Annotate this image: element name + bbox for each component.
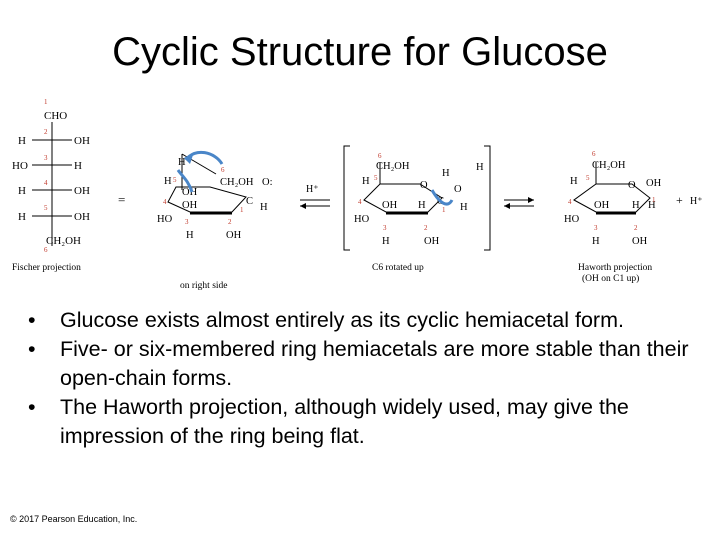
svg-text:5: 5 [374,174,378,182]
fischer-c4-right: OH [74,185,90,197]
svg-text:4: 4 [568,198,572,206]
svg-text:H: H [186,230,194,241]
svg-text:HO: HO [564,214,580,225]
svg-text:6: 6 [378,152,382,160]
svg-text:3: 3 [185,218,189,226]
reaction-scheme-svg: 1 CHO 2 H OH 3 HO H 4 H OH 5 H OH 6 CH₂O… [12,98,703,291]
svg-text:OH: OH [182,187,198,198]
svg-text:HO: HO [354,214,370,225]
h-plus-2: H⁺ [690,196,703,207]
slide-title: Cyclic Structure for Glucose [112,30,608,74]
svg-text:6: 6 [221,166,225,174]
svg-text:H: H [382,236,390,247]
fischer-num-1: 1 [44,98,48,106]
bullet-text: The Haworth projection, although widely … [60,395,629,448]
svg-text:OH: OH [594,200,610,211]
s2-h-top: H [178,157,186,168]
fischer-num-3: 3 [44,154,48,162]
fischer-num-4: 4 [44,179,48,187]
equilibrium-arrows-1: H⁺ [300,184,330,209]
svg-text:2: 2 [424,224,428,232]
step2-caption: on right side [180,281,228,291]
s2-h-left: H [164,176,172,187]
bullet-text: Five- or six-membered ring hemiacetals a… [60,337,689,390]
svg-text:OH: OH [632,236,648,247]
plus-sign: + [676,193,683,207]
svg-text:H: H [460,202,468,213]
svg-text:5: 5 [173,176,177,184]
svg-text:O:: O: [262,177,273,188]
svg-text:1: 1 [240,206,244,214]
svg-text:4: 4 [358,198,362,206]
fischer-c3-left: HO [12,160,28,172]
step3-caption: C6 rotated up [372,263,424,273]
bullet-item: • Five- or six-membered ring hemiacetals… [28,335,710,393]
svg-text:H: H [418,200,426,211]
bullet-item: • The Haworth projection, although widel… [28,393,710,451]
svg-text:H: H [648,200,656,211]
bullet-marker: • [28,337,36,361]
svg-text:H: H [570,176,578,187]
svg-text:H: H [260,202,268,213]
svg-text:OH: OH [424,236,440,247]
svg-text:H: H [592,236,600,247]
fischer-c1-right: CHO [44,110,67,122]
fischer-c5-left: H [18,211,26,223]
open-chain-on-right-side: H H CH₂OH OH OH C O: H HO H OH 4 5 6 3 2… [157,150,273,291]
svg-text:O: O [628,180,636,191]
svg-text:CH₂OH: CH₂OH [376,161,410,172]
fischer-num-6: 6 [44,246,48,254]
bullet-marker: • [28,395,36,419]
fischer-c3-right: H [74,160,82,172]
fischer-c5-right: OH [74,211,90,223]
haworth-projection: 6 CH₂OH H O OH H HO OH H H OH 4 5 3 2 1 … [564,150,662,284]
bullet-text: Glucose exists almost entirely as its cy… [60,308,624,332]
bullet-item: • Glucose exists almost entirely as its … [28,306,710,335]
step4-caption-line2: (OH on C1 up) [582,273,639,284]
svg-text:3: 3 [383,224,387,232]
svg-text:OH: OH [182,200,198,211]
c6-rotated-up: 6 CH₂OH H O H H O H C HO OH H H OH 4 5 3… [354,152,484,273]
svg-text:HO: HO [157,214,173,225]
svg-text:2: 2 [634,224,638,232]
svg-text:1: 1 [652,196,656,204]
fischer-c4-left: H [18,185,26,197]
svg-text:H: H [476,162,484,173]
copyright-notice: © 2017 Pearson Education, Inc. [10,514,138,524]
h-plus-1: H⁺ [306,184,319,195]
fischer-c2-left: H [18,135,26,147]
fischer-projection: 1 CHO 2 H OH 3 HO H 4 H OH 5 H OH 6 CH₂O… [12,98,90,273]
svg-text:OH: OH [382,200,398,211]
glucose-cyclization-figure: 1 CHO 2 H OH 3 HO H 4 H OH 5 H OH 6 CH₂O… [0,92,720,292]
svg-text:H: H [632,200,640,211]
svg-text:3: 3 [594,224,598,232]
equilibrium-arrows-2 [504,197,534,209]
svg-text:1: 1 [442,206,446,214]
svg-text:6: 6 [592,150,596,158]
equals-sign: = [118,192,125,207]
svg-text:O: O [420,180,428,191]
svg-text:CH₂OH: CH₂OH [592,160,626,171]
svg-text:5: 5 [586,174,590,182]
fischer-caption: Fischer projection [12,263,81,273]
svg-text:OH: OH [226,230,242,241]
fischer-c6-right: CH₂OH [46,235,81,247]
bullet-marker: • [28,308,36,332]
svg-text:4: 4 [163,198,167,206]
fischer-num-5: 5 [44,204,48,212]
svg-text:2: 2 [228,218,232,226]
fischer-num-2: 2 [44,128,48,136]
step4-caption-line1: Haworth projection [578,263,652,273]
svg-text:OH: OH [646,178,662,189]
svg-text:CH₂OH: CH₂OH [220,177,254,188]
svg-text:C: C [246,196,253,207]
svg-text:H: H [362,176,370,187]
svg-text:O: O [454,184,462,195]
bullet-list: • Glucose exists almost entirely as its … [28,306,710,451]
fischer-c2-right: OH [74,135,90,147]
svg-text:H: H [442,168,450,179]
